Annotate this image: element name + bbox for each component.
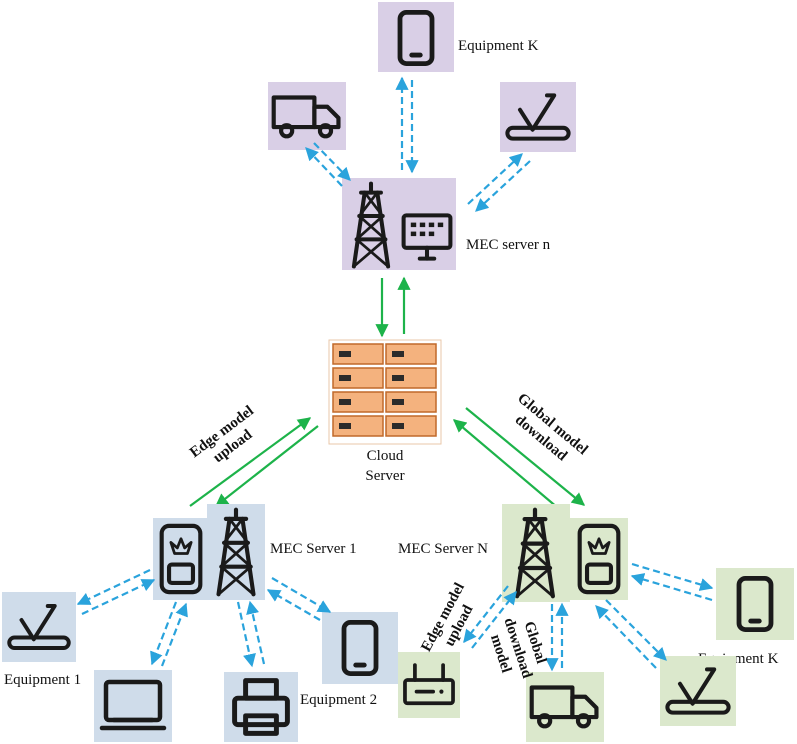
arrow [266,589,321,621]
edge-upload-label: Edge model upload [187,403,257,466]
server-rack-icon [332,343,437,437]
mec-server-n-label: MEC server n [466,237,551,253]
arrow-down [313,142,351,181]
equipment-2-label: Equipment 2 [300,692,377,708]
router-box [398,652,460,718]
arrow [595,605,657,669]
arrow [76,569,151,605]
arrow [631,562,714,591]
mec-server-N-label: MEC Server N [398,541,488,557]
cloud-label-line2: Server [365,468,404,484]
treadmill-right-box [660,656,736,726]
arrow-up [189,417,312,507]
arrow-up [305,147,343,187]
arrow-down [214,425,319,507]
cloud-label-line1: Cloud [367,448,404,464]
treadmill-top-box [500,82,576,152]
arrow-down [475,160,531,212]
equipment-1-label: Equipment 1 [4,672,81,688]
arrow [605,599,667,661]
truck-top-box [268,82,346,150]
arrow-down [465,407,586,506]
cloud-server: Cloud Server [328,339,442,484]
arrow [81,579,156,615]
arrow [246,600,266,665]
arrow-up [452,419,559,509]
equipment-k-top-label: Equipment K [458,38,539,54]
truck-right-box [526,672,604,742]
arrow-up [467,153,523,205]
arrow [463,585,509,644]
arrow [160,602,188,667]
edge-upload-small-label: Edge model upload [418,580,476,654]
arrow [471,590,517,649]
global-download-label: Global model download [512,390,591,464]
arrow [630,573,713,602]
purple-cluster: Equipment K MEC server n [268,2,576,270]
equipment-1-box [2,592,76,662]
arrow [150,601,178,666]
blue-cluster: MEC Server 1 Equipment 1 Equipment 2 [2,504,398,742]
arrow [236,601,256,668]
arrow [271,577,332,613]
green-cluster: MEC Server N Equipment K [398,504,794,742]
mec-server-1-label: MEC Server 1 [270,541,357,557]
